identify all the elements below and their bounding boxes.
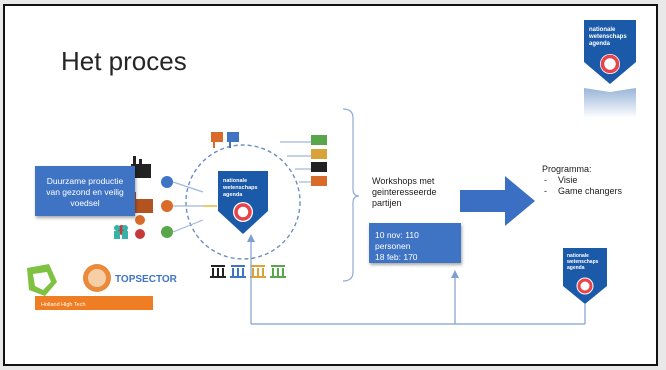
workshops-line-3: partijen <box>372 198 402 208</box>
big-arrow <box>460 176 535 226</box>
logo-bottom-text-line2: wetenschaps <box>566 259 599 265</box>
factory-icon <box>131 156 151 178</box>
logo-bottom-text-line3: agenda <box>567 265 585 271</box>
workshops-text: Workshops met geinteresseerde partijen <box>372 176 462 209</box>
topic-box: Duurzame productie van gezond en veilig … <box>35 166 135 216</box>
workshops-line-1: Workshops met <box>372 176 435 186</box>
topic-line-3: voedsel <box>70 198 100 208</box>
institution-icons <box>210 265 286 278</box>
shield-text-line2: wetenschaps <box>222 185 258 191</box>
dashed-circle <box>185 144 301 260</box>
attendance-line-1: 10 nov: 110 personen <box>375 230 419 251</box>
central-nwa-shield: nationale wetenschaps agenda <box>218 171 268 234</box>
bracket <box>342 108 360 282</box>
workshops-line-2: geinteresseerde <box>372 187 437 197</box>
programma-item-game-changers: Game changers <box>542 186 622 197</box>
logo-text-line1: nationale <box>589 27 616 33</box>
slide: Het proces nationale wetenschaps agenda … <box>3 4 658 366</box>
logo-bottom-text-line1: nationale <box>567 253 589 259</box>
logo-text-line2: wetenschaps <box>588 34 627 40</box>
attendance-box: 10 nov: 110 personen 18 feb: 170 persone… <box>369 223 461 273</box>
topsector-sub: Holland High Tech <box>41 302 86 308</box>
programma-list: Visie Game changers <box>542 175 622 197</box>
programma-section: Programma: Visie Game changers <box>542 164 622 197</box>
people-icon <box>114 225 128 239</box>
topic-line-1: Duurzame productie <box>46 176 124 186</box>
logo-text-line3: agenda <box>589 41 611 47</box>
feedback-loop <box>250 238 586 325</box>
building-icons-top <box>211 132 239 148</box>
nwa-logo-bottom: nationale wetenschaps agenda <box>563 248 607 304</box>
topic-line-2: van gezond en veilig <box>46 187 124 197</box>
stakeholder-icons-right <box>311 135 327 186</box>
shield-text-line1: nationale <box>223 178 247 184</box>
programma-heading: Programma: <box>542 164 592 174</box>
partner-logos: TOPSECTOR Holland High Tech <box>27 264 178 310</box>
slide-title: Het proces <box>61 46 187 76</box>
attendance-line-2: 18 feb: 170 personen <box>375 252 418 273</box>
topsector-label: TOPSECTOR <box>115 274 178 285</box>
process-diagram: nationale wetenschaps agenda <box>27 108 586 325</box>
programma-item-visie: Visie <box>542 175 622 186</box>
nwa-logo-top: nationale wetenschaps agenda <box>584 20 636 118</box>
shield-text-line3: agenda <box>223 192 243 198</box>
